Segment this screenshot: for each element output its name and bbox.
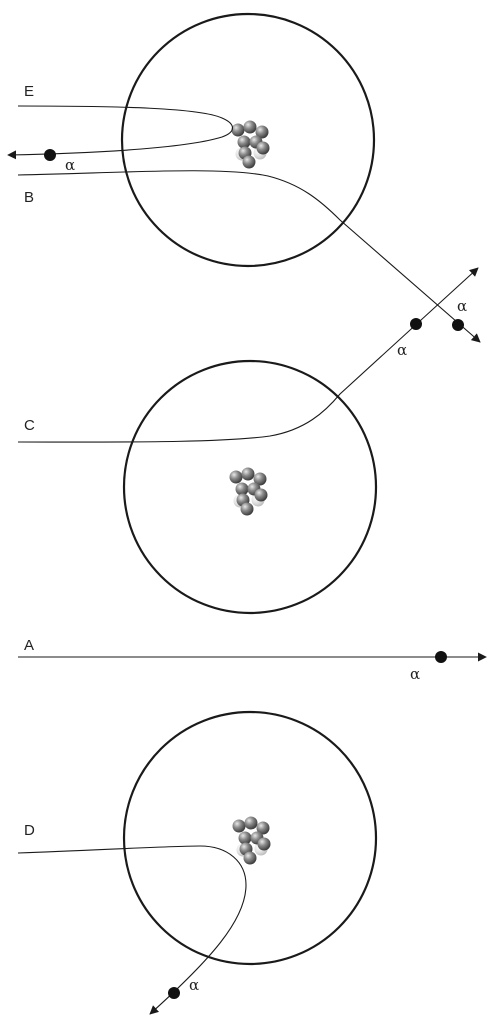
trajectory-b-label: B [24, 189, 34, 206]
alpha-label-a: α [410, 665, 420, 683]
alpha-particle-b [452, 319, 464, 331]
trajectory-e-line [8, 106, 233, 155]
alpha-label-d: α [189, 976, 199, 994]
trajectory-e: E α [8, 83, 233, 174]
trajectory-d-label: D [24, 822, 35, 839]
trajectory-c-line [18, 268, 478, 442]
trajectory-d-line [18, 846, 246, 1014]
nucleus-bottom [233, 817, 271, 865]
alpha-particle-d [168, 987, 180, 999]
alpha-particle-e [44, 149, 56, 161]
alpha-particle-a [435, 651, 447, 663]
nucleus-middle [230, 468, 268, 516]
trajectory-c-label: C [24, 417, 35, 434]
trajectory-a-label: A [24, 637, 34, 654]
alpha-particle-c [410, 318, 422, 330]
atom-bottom [124, 712, 376, 964]
alpha-label-b: α [457, 297, 467, 315]
trajectory-a: A α [18, 637, 486, 683]
trajectory-b-line [18, 171, 480, 342]
alpha-label-c: α [397, 341, 407, 359]
trajectory-e-label: E [24, 83, 34, 100]
nucleus-top [232, 121, 270, 169]
atom-top [122, 14, 374, 266]
trajectory-c: C α [18, 268, 478, 442]
alpha-label-e: α [65, 156, 75, 174]
trajectory-d: D α [18, 822, 246, 1014]
trajectory-b: B α [18, 171, 480, 342]
atom-middle [124, 361, 376, 613]
